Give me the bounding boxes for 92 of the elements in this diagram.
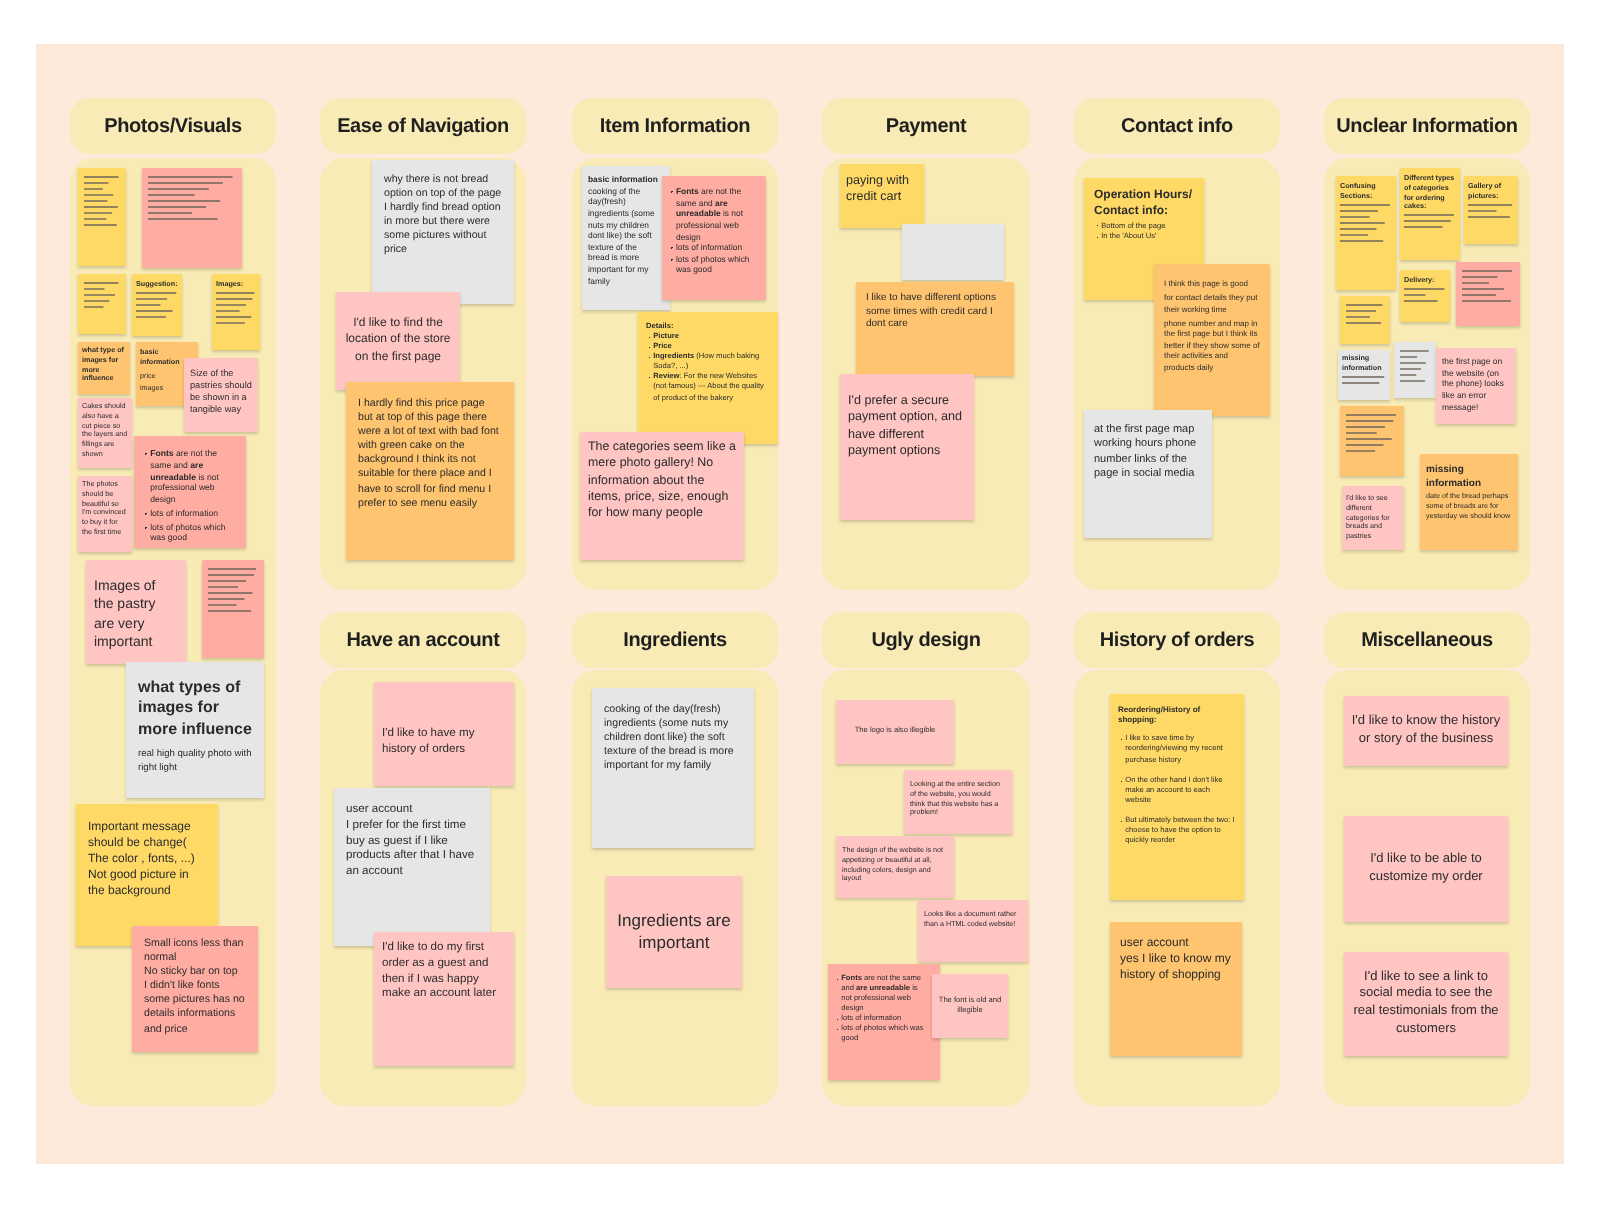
sticky-note — [828, 964, 940, 1080]
sticky-note — [142, 168, 242, 268]
sticky-note — [918, 900, 1028, 962]
sticky-note — [1344, 816, 1508, 922]
sticky-note — [1342, 486, 1404, 550]
category-header — [320, 98, 526, 154]
sticky-note — [1154, 264, 1270, 416]
category-panel — [1324, 670, 1530, 1106]
category-header — [1324, 98, 1530, 154]
category-header — [1324, 612, 1530, 668]
sticky-note — [202, 560, 264, 658]
category-header — [1074, 612, 1280, 668]
sticky-note — [606, 876, 742, 988]
sticky-note — [1400, 168, 1460, 260]
sticky-note — [1336, 176, 1396, 290]
sticky-note — [662, 176, 766, 300]
category-title: Ease of Navigation — [337, 113, 509, 141]
sticky-note — [78, 168, 126, 266]
category-title: Photos/Visuals — [104, 113, 242, 141]
category-title: Item Information — [599, 113, 751, 141]
category-panel — [822, 670, 1030, 1106]
category-header — [320, 612, 526, 668]
sticky-note — [336, 292, 460, 390]
sticky-note — [346, 382, 514, 560]
sticky-note — [78, 398, 132, 468]
sticky-note — [902, 224, 1004, 280]
sticky-note — [836, 700, 954, 764]
note-heading: what types of images for more influence — [138, 678, 252, 741]
category-title: Payment — [885, 113, 967, 141]
category-title: Ugly design — [871, 627, 981, 655]
category-header — [572, 612, 778, 668]
sticky-note — [1344, 952, 1508, 1056]
category-header — [70, 98, 276, 154]
category-panel — [572, 158, 778, 590]
sticky-note — [78, 274, 126, 334]
category-header — [1074, 98, 1280, 154]
category-panel — [1074, 670, 1280, 1106]
category-title: Have an account — [346, 627, 500, 655]
category-panel — [822, 158, 1030, 590]
sticky-note — [836, 836, 954, 898]
sticky-note — [374, 682, 514, 786]
sticky-note — [856, 282, 1014, 376]
category-title: Ingredients — [623, 627, 727, 655]
sticky-note — [580, 432, 744, 560]
sticky-note — [132, 274, 182, 336]
sticky-note — [132, 926, 258, 1052]
sticky-note — [932, 974, 1008, 1038]
sticky-note — [78, 476, 132, 552]
category-panel — [70, 158, 276, 1106]
category-panel — [1324, 158, 1530, 590]
sticky-note — [1338, 350, 1390, 400]
category-title: History of orders — [1099, 627, 1255, 655]
sticky-note — [592, 688, 754, 848]
sticky-note — [1110, 922, 1242, 1056]
sticky-note — [78, 342, 130, 394]
sticky-note — [1340, 296, 1390, 344]
category-header — [822, 612, 1030, 668]
sticky-note — [212, 274, 260, 350]
sticky-note — [1110, 694, 1244, 900]
category-header — [822, 98, 1030, 154]
sticky-note — [374, 932, 514, 1066]
category-panel — [320, 670, 526, 1106]
sticky-note — [1084, 178, 1204, 300]
category-panel — [320, 158, 526, 590]
sticky-note — [1456, 262, 1520, 326]
category-panel — [1074, 158, 1280, 590]
sticky-note — [1344, 696, 1508, 766]
sticky-note — [184, 358, 258, 432]
note-text: Ingredients are important — [615, 909, 733, 955]
category-panel — [572, 670, 778, 1106]
sticky-note — [904, 770, 1012, 834]
sticky-note — [86, 560, 186, 664]
sticky-note — [1436, 348, 1516, 424]
sticky-note — [1464, 176, 1518, 244]
sticky-note — [372, 160, 514, 304]
sticky-note — [638, 312, 778, 444]
sticky-note — [76, 804, 218, 946]
category-header — [572, 98, 778, 154]
sticky-note — [1394, 342, 1436, 398]
sticky-note — [1400, 270, 1450, 322]
sticky-note — [1340, 406, 1404, 476]
sticky-note — [1084, 410, 1212, 538]
sticky-note — [134, 436, 246, 548]
sticky-note — [126, 662, 264, 798]
sticky-note — [1420, 454, 1518, 550]
sticky-note — [334, 788, 490, 946]
category-title: Miscellaneous — [1361, 627, 1493, 655]
sticky-note — [840, 164, 924, 228]
sticky-note — [840, 374, 974, 520]
category-title: Unclear Information — [1336, 113, 1518, 141]
category-title: Contact info — [1121, 113, 1233, 141]
sticky-note — [582, 166, 670, 310]
